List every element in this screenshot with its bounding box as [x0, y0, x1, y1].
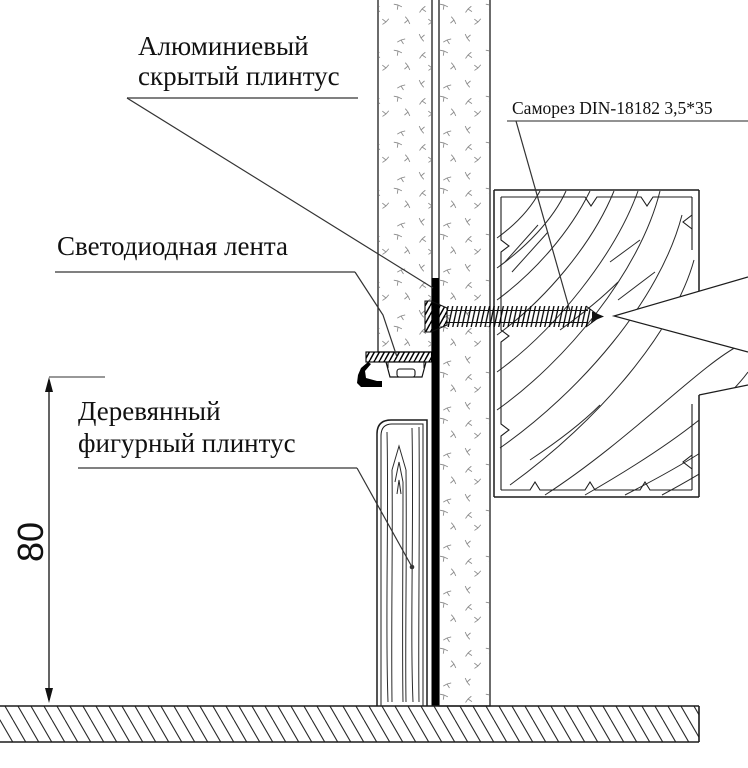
- dimension-value: 80: [10, 522, 51, 562]
- label-screw-text: Саморез DIN-18182 3,5*35: [512, 98, 713, 118]
- screw-tip: [592, 311, 604, 322]
- leader-line: [354, 271, 398, 358]
- wall-right-drywall-layer: [438, 0, 491, 707]
- screw-head: [424, 300, 448, 333]
- arrow-up-icon: [45, 377, 53, 392]
- label-led-strip: Светодиодная лента: [55, 231, 398, 358]
- break-line: [611, 276, 748, 396]
- hidden-plinth-vertical-web: [431, 278, 439, 706]
- wood-panel: [493, 189, 748, 498]
- screw-thread: [447, 306, 600, 327]
- leader-dot: [409, 564, 415, 570]
- leader-line: [126, 97, 434, 289]
- wood-grain: [496, 190, 748, 496]
- panel-outline: [493, 189, 748, 498]
- label-wooden-line1: Деревянный: [78, 396, 221, 426]
- label-aluminum-line2: скрытый плинтус: [138, 61, 340, 91]
- label-screw: Саморез DIN-18182 3,5*35: [507, 98, 748, 312]
- leader-line: [515, 120, 571, 312]
- led-strip: [385, 361, 427, 378]
- label-led: Светодиодная лента: [57, 231, 288, 261]
- dimension-80: 80: [10, 376, 105, 703]
- callouts: Алюминиевый скрытый плинтус Светодиодная…: [55, 31, 748, 570]
- label-aluminum-line1: Алюминиевый: [138, 31, 309, 61]
- leader-line: [356, 467, 413, 568]
- label-wooden-line2: фигурный плинтус: [78, 428, 296, 458]
- aluminum-profile-flange: [365, 351, 433, 363]
- label-aluminum-plinth: Алюминиевый скрытый плинтус: [126, 31, 434, 289]
- wooden-figured-plinth: [376, 419, 428, 706]
- panel-inner-edge: [500, 196, 693, 491]
- screw: [424, 300, 604, 333]
- label-wooden-plinth: Деревянный фигурный плинтус: [78, 396, 415, 570]
- wall-left-drywall-layer: [377, 0, 433, 353]
- arrow-down-icon: [45, 688, 53, 703]
- aluminum-profile-hook: [357, 362, 382, 387]
- floor-section: [0, 705, 700, 743]
